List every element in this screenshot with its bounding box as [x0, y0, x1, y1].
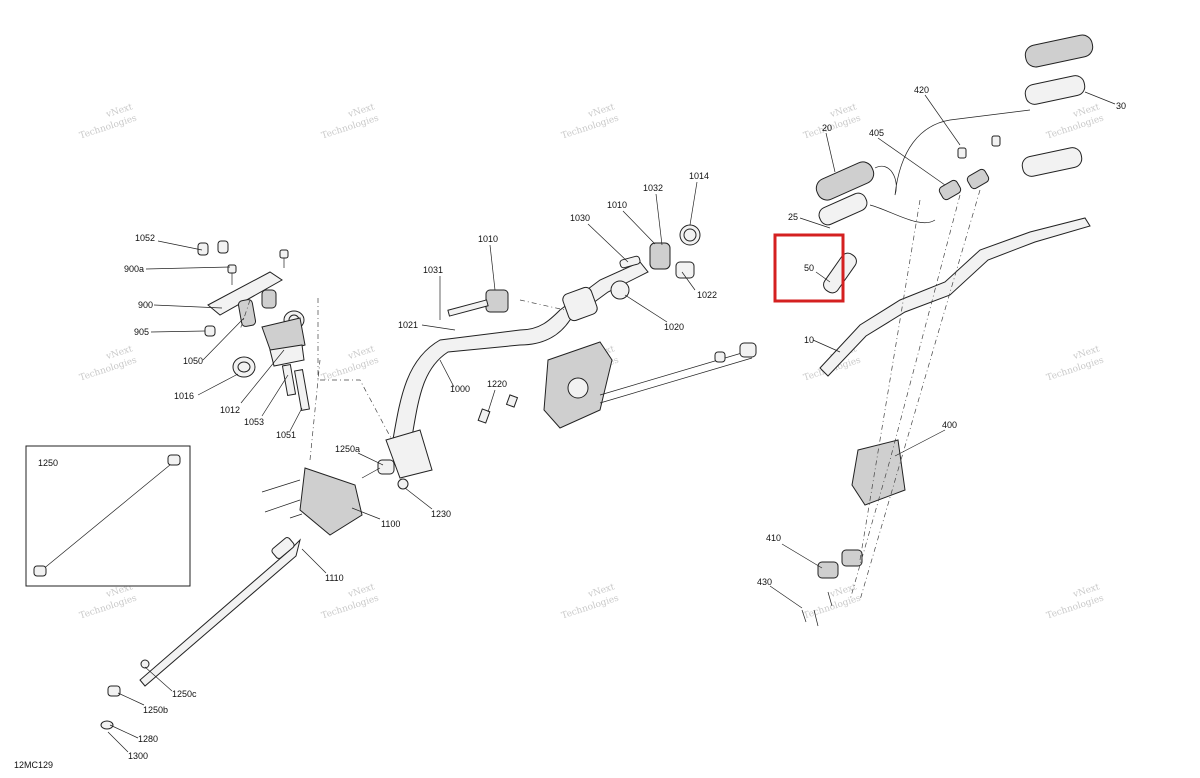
- callout-label: 10: [804, 335, 814, 345]
- callout-label: 1014: [689, 171, 709, 181]
- callout-label: 1230: [431, 509, 451, 519]
- callout-label: 1052: [135, 233, 155, 243]
- callout-label: 405: [869, 128, 884, 138]
- callout-label: 1012: [220, 405, 240, 415]
- callout-label: 905: [134, 327, 149, 337]
- steering-arm: [385, 224, 701, 479]
- callout-label: 1100: [381, 519, 400, 529]
- callout-label: 1021: [398, 320, 418, 330]
- highlight-box: [773, 233, 845, 303]
- callout-label: 1031: [423, 265, 443, 275]
- callout-label: 1050: [183, 356, 203, 366]
- callout-label: 1010: [607, 200, 627, 210]
- callout-label: 1053: [244, 417, 264, 427]
- callout-label: 900a: [124, 264, 144, 274]
- diagram-code: 12MC129: [14, 760, 53, 770]
- callout-label: 420: [914, 85, 929, 95]
- callout-label: 1250c: [172, 689, 197, 699]
- inset-label: 1250: [38, 458, 58, 468]
- callout-label: 1110: [325, 573, 344, 583]
- callout-label: 1022: [697, 290, 717, 300]
- callout-label: 1300: [128, 751, 148, 761]
- steering-head: [543, 341, 757, 429]
- callout-labels: 1052 900a 900 905 1050 1016 1012 1053 10…: [124, 85, 1126, 761]
- callout-label: 1000: [450, 384, 470, 394]
- callout-label: 1020: [664, 322, 684, 332]
- callout-label: 410: [766, 533, 781, 543]
- callout-label: 430: [757, 577, 772, 587]
- callout-label: 1016: [174, 391, 194, 401]
- callout-label: 400: [942, 420, 957, 430]
- callout-label: 20: [822, 123, 832, 133]
- callout-label: 1250a: [335, 444, 360, 454]
- assembly-lines: [239, 189, 981, 601]
- inset-1250: [25, 445, 191, 587]
- callout-label: 30: [1116, 101, 1126, 111]
- callout-label: 900: [138, 300, 153, 310]
- callout-label: 1051: [276, 430, 296, 440]
- callout-label: 1220: [487, 379, 507, 389]
- lower-housing: [100, 459, 409, 730]
- callout-label: 1010: [478, 234, 498, 244]
- callout-label: 25: [788, 212, 798, 222]
- handlebar: [801, 34, 1094, 627]
- callout-label: 1250b: [143, 705, 168, 715]
- callout-label: 1032: [643, 183, 663, 193]
- callout-label: 1030: [570, 213, 590, 223]
- clamp-parts: [197, 240, 310, 411]
- callout-label: 1280: [138, 734, 158, 744]
- callout-label: 50: [804, 263, 814, 273]
- leader-lines: [107, 91, 1116, 753]
